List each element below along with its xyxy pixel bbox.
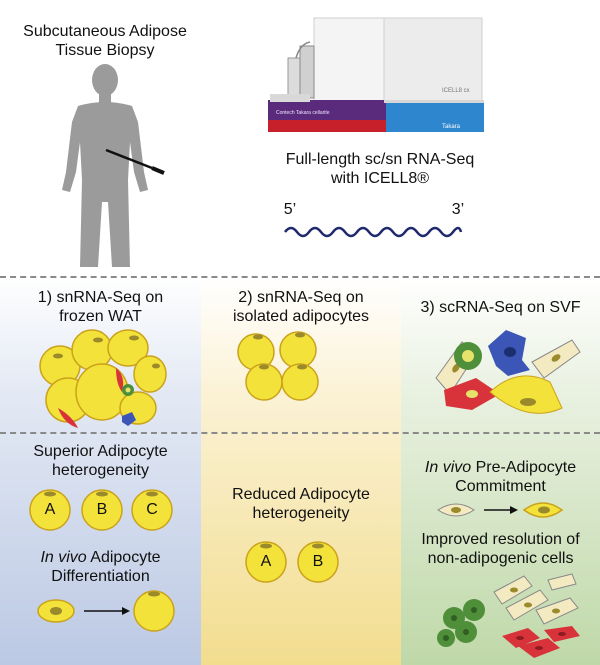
instrument-panel-text: Contech Takara cellarite <box>276 110 330 116</box>
col1-finding2-line2: Differentiation <box>51 568 150 585</box>
method-line1: Full-length sc/sn RNA-Seq <box>285 151 475 168</box>
instrument-name-text: ICELL8 cx <box>442 88 470 94</box>
adipocyte-icon <box>131 489 173 531</box>
human-silhouette-icon <box>62 64 148 267</box>
col1-title: 1) snRNA-Seq on frozen WAT <box>0 288 201 326</box>
biopsy-needle-icon <box>105 148 165 175</box>
frozen-wat-tissue-icon <box>39 329 167 428</box>
col2-title: 2) snRNA-Seq on isolated adipocytes <box>201 288 401 326</box>
instrument-brand-text: Takara <box>442 124 461 130</box>
col1-finding1-line1: Superior Adipocyte <box>33 443 168 460</box>
cell-label-b: B <box>96 501 108 518</box>
five-prime-label: 5’ <box>283 201 297 218</box>
biopsy-label-line1: Subcutaneous Adipose <box>23 23 187 40</box>
adipocyte-cell-a-col2: A <box>244 540 288 584</box>
col2-title-line2: isolated adipocytes <box>232 308 370 325</box>
cell-label-a: A <box>44 501 56 518</box>
adipocyte-icon <box>81 489 123 531</box>
adipocyte-cell-b: B <box>80 488 124 532</box>
col1-title-line2: frozen WAT <box>59 308 142 325</box>
adipocyte-icon <box>245 541 287 583</box>
cell-label-b: B <box>312 553 324 570</box>
svf-cells-icon <box>435 330 581 414</box>
cell-label-c: C <box>146 501 158 518</box>
col1-finding2-italic: In vivo <box>40 549 87 566</box>
method-line2: with ICELL8® <box>330 170 430 187</box>
col3-finding2-line2: non-adipogenic cells <box>427 550 574 567</box>
biopsy-label: Subcutaneous Adipose Tissue Biopsy <box>10 22 200 60</box>
col3-finding2: Improved resolution of non-adipogenic ce… <box>401 530 600 568</box>
col1-finding2-rest: Adipocyte <box>86 549 161 566</box>
biopsy-label-line2: Tissue Biopsy <box>55 42 155 59</box>
col3-title: 3) scRNA-Seq on SVF <box>420 299 581 316</box>
col3-finding2-line1: Improved resolution of <box>421 531 580 548</box>
preadipocyte-commitment-icon <box>437 502 564 518</box>
non-adipogenic-cells-icon <box>437 573 580 658</box>
col1-finding1: Superior Adipocyte heterogeneity <box>0 442 201 480</box>
col2-finding1-line1: Reduced Adipocyte <box>232 486 370 503</box>
three-prime-label: 3’ <box>451 201 465 218</box>
col3-finding1-line2: Commitment <box>455 478 546 495</box>
method-label: Full-length sc/sn RNA-Seq with ICELL8® <box>260 150 500 188</box>
adipocyte-icon <box>29 489 71 531</box>
icell8-instrument-icon: Contech Takara cellarite ICELL8 cx Takar… <box>268 17 484 132</box>
adipocyte-cell-c: C <box>130 488 174 532</box>
col2-finding1: Reduced Adipocyte heterogeneity <box>201 485 401 523</box>
cell-label-a: A <box>260 553 272 570</box>
col2-title-line1: 2) snRNA-Seq on <box>238 289 364 306</box>
adipocyte-icon <box>297 541 339 583</box>
col3-finding1-italic: In vivo <box>424 459 472 476</box>
middle-divider <box>0 432 600 434</box>
col3-finding1: In vivo Pre-Adipocyte Commitment <box>401 458 600 496</box>
col3-finding1-rest: Pre-Adipocyte <box>471 459 577 476</box>
adipocyte-cell-b-col2: B <box>296 540 340 584</box>
adipocyte-cell-a: A <box>28 488 72 532</box>
col1-title-line1: 1) snRNA-Seq on <box>37 289 164 306</box>
isolated-adipocytes-icon <box>237 331 319 401</box>
col1-finding2: In vivo Adipocyte Differentiation <box>0 548 201 586</box>
col1-finding1-line2: heterogeneity <box>52 462 149 479</box>
top-divider <box>0 276 600 278</box>
adipocyte-differentiation-icon <box>37 590 175 632</box>
rna-wave-icon <box>284 226 463 238</box>
col2-finding1-line2: heterogeneity <box>252 505 350 522</box>
